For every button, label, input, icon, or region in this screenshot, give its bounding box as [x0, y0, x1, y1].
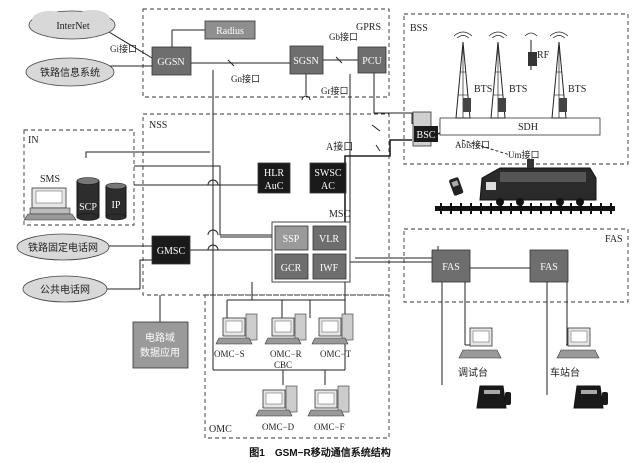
bss-region-label: BSS	[410, 23, 428, 34]
ggsn-node: GGSN	[151, 46, 192, 76]
omc-region-label: OMC	[209, 424, 232, 435]
dispatch-phone-icon	[476, 385, 511, 409]
omc-f-workstation: OMC−F	[307, 385, 350, 432]
mobile-handset-icon	[449, 177, 464, 196]
omc-d-workstation: OMC−D	[255, 385, 298, 432]
omc-r-label: OMC−R	[270, 349, 302, 359]
fas-region-label: FAS	[605, 234, 623, 245]
fas-node-1: FAS	[431, 249, 471, 283]
station-console-terminal: 车站台	[550, 327, 600, 379]
bsc-node: BSC	[412, 111, 438, 147]
bts-tower-2: BTS	[488, 31, 527, 119]
gn-interface-label: Gn接口	[231, 73, 260, 84]
cloud-railway-info: 铁路信息系统	[25, 57, 115, 87]
ip-server: IP	[105, 182, 127, 221]
dispatch-console-label: 调试台	[458, 366, 488, 379]
train-icon	[435, 159, 615, 214]
hlr-auc-node: HLR AuC	[257, 162, 291, 194]
nss-region	[142, 113, 390, 296]
cloud-internet: InterNet	[28, 10, 116, 40]
circuit-app-label-line2: 数据应用	[140, 346, 180, 359]
hlr-label: HLR	[264, 168, 284, 179]
rf-repeater: RF	[524, 32, 550, 70]
gi-interface-label: Gi接口	[110, 43, 137, 54]
cloud-internet-label: InterNet	[56, 21, 90, 32]
fas-node-2: FAS	[529, 249, 569, 283]
gcr-label: GCR	[281, 263, 302, 274]
bts-1-label: BTS	[474, 84, 492, 95]
cloud-railway-fixed: 铁路固定电话网	[16, 233, 110, 261]
omc-s-workstation: OMC−S	[214, 313, 258, 359]
pcu-node: PCU	[357, 46, 387, 74]
fas-1-label: FAS	[442, 262, 460, 273]
circuit-data-application-node: 电路域 数据应用	[132, 321, 189, 369]
bts-2-label: BTS	[509, 84, 527, 95]
circuit-app-label-line1: 电路域	[145, 331, 175, 344]
scp-server: SCP	[76, 177, 100, 221]
gprs-region-label: GPRS	[356, 22, 381, 33]
cloud-railway-info-label: 铁路信息系统	[40, 66, 100, 79]
cbc-label: CBC	[274, 360, 292, 370]
scp-label: SCP	[79, 202, 97, 213]
ac-label: AC	[321, 181, 335, 192]
dispatch-console-terminal: 调试台	[458, 327, 502, 379]
in-sms-workstation: SMS	[23, 174, 77, 221]
cloud-railway-fixed-label: 铁路固定电话网	[28, 241, 98, 254]
gb-interface-label: Gb接口	[329, 31, 358, 42]
swsc-ac-node: SWSC AC	[309, 162, 347, 194]
sgsn-label: SGSN	[293, 56, 319, 67]
msc-label: MSC	[329, 209, 350, 220]
in-region	[23, 129, 135, 226]
sms-label: SMS	[40, 174, 60, 185]
ssp-label: SSP	[283, 234, 300, 245]
iwf-label: IWF	[320, 263, 339, 274]
auc-label: AuC	[265, 181, 284, 192]
abis-interface-label: Abis接口	[455, 139, 490, 150]
rf-label: RF	[537, 50, 550, 61]
gr-interface-label: Gr接口	[321, 85, 349, 96]
radius-label: Radius	[216, 26, 244, 37]
bts-tower-1: BTS	[453, 31, 492, 119]
radius-node: Radius	[204, 20, 256, 40]
in-region-label: IN	[28, 135, 39, 146]
cloud-public-phone: 公共电话网	[22, 275, 108, 303]
omc-f-label: OMC−F	[314, 422, 345, 432]
bsc-label: BSC	[417, 130, 436, 141]
figure-caption: 图1 GSM−R移动通信系统结构	[249, 446, 390, 459]
nss-region-label: NSS	[149, 120, 167, 131]
a-interface-label: A接口	[326, 140, 353, 153]
bss-region	[403, 13, 629, 165]
vlr-label: VLR	[319, 234, 339, 245]
sgsn-node: SGSN	[289, 45, 324, 75]
ip-label: IP	[112, 200, 121, 211]
gmsc-node: GMSC	[151, 235, 191, 265]
sdh-node: SDH	[439, 117, 601, 136]
bts-3-label: BTS	[568, 84, 586, 95]
ggsn-label: GGSN	[157, 57, 184, 68]
omc-t-workstation: OMC−T	[311, 313, 354, 359]
um-interface-label: Um接口	[508, 149, 540, 160]
fas-2-label: FAS	[540, 262, 558, 273]
cloud-public-phone-label: 公共电话网	[40, 283, 90, 296]
msc-cluster: SSP VLR GCR IWF	[271, 221, 351, 283]
sdh-label: SDH	[518, 122, 538, 133]
station-phone-icon	[573, 385, 608, 409]
omc-region	[204, 294, 390, 439]
swsc-label: SWSC	[314, 168, 342, 179]
omc-d-label: OMC−D	[262, 422, 295, 432]
fas-region	[403, 228, 629, 303]
station-console-label: 车站台	[550, 366, 580, 379]
omc-t-label: OMC−T	[320, 349, 352, 359]
pcu-label: PCU	[362, 56, 382, 67]
omc-r-cbc-workstation: OMC−R CBC	[264, 313, 307, 370]
gmsc-label: GMSC	[157, 246, 186, 257]
bts-tower-3: BTS	[549, 31, 586, 119]
omc-s-label: OMC−S	[214, 349, 245, 359]
